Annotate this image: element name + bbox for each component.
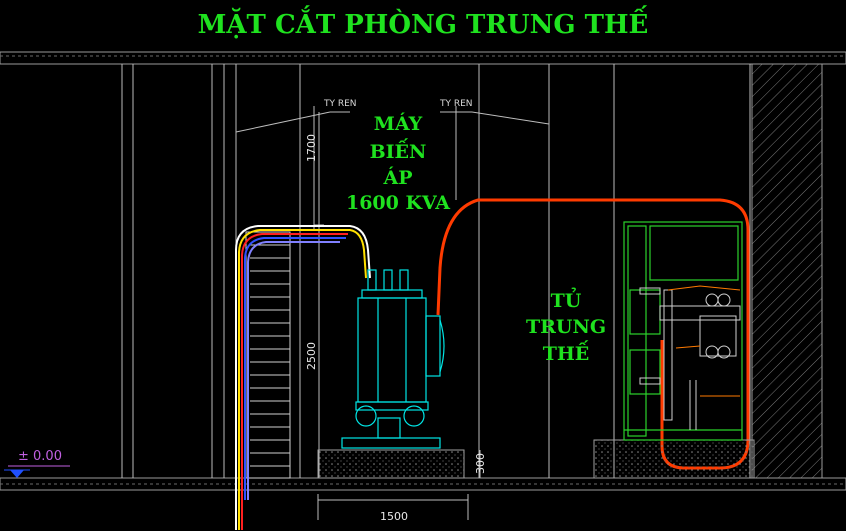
page-title: MẶT CẮT PHÒNG TRUNG THẾ: [198, 5, 649, 40]
cable-ladder: [245, 231, 291, 479]
dim-1700: 1700: [305, 134, 318, 162]
switchgear-label-line-3: THẾ: [543, 340, 590, 365]
transformer-label-line-2: BIẾN: [370, 138, 427, 163]
elevation-label: ± 0.00: [18, 449, 62, 464]
ceiling-slab: [0, 51, 846, 65]
dim-1500: 1500: [380, 510, 408, 523]
floor-slab: [0, 477, 846, 491]
switchgear-foundation: [593, 439, 755, 479]
transformer: [341, 269, 445, 449]
transformer-label-line-3: ÁP: [382, 166, 412, 189]
transformer-label: MÁY BIẾN ÁP 1600 KVA: [346, 112, 450, 214]
elevation-marker: [4, 465, 70, 478]
switchgear-label-line-2: TRUNG: [526, 316, 606, 338]
switchgear-cabinet: [623, 221, 743, 441]
wall-lines: [121, 64, 751, 478]
right-wall: [751, 63, 823, 479]
transformer-label-line-4: 1600 KVA: [346, 192, 450, 214]
lv-cable-bundle: [235, 225, 371, 530]
transformer-label-line-1: MÁY: [374, 112, 423, 135]
switchgear-label: TỦ TRUNG THẾ: [526, 286, 606, 365]
dimension-lines: [314, 112, 481, 520]
threaded-rods: [235, 106, 550, 230]
switchgear-mechanism: [639, 287, 741, 430]
ty-ren-right-label: TY REN: [439, 99, 473, 109]
ty-ren-left-label: TY REN: [323, 99, 357, 109]
dim-300: 300: [474, 453, 487, 474]
switchgear-internal-wiring: [667, 285, 741, 397]
switchgear-label-line-1: TỦ: [551, 286, 582, 312]
transformer-foundation: [317, 449, 465, 479]
dim-2500: 2500: [305, 342, 318, 370]
